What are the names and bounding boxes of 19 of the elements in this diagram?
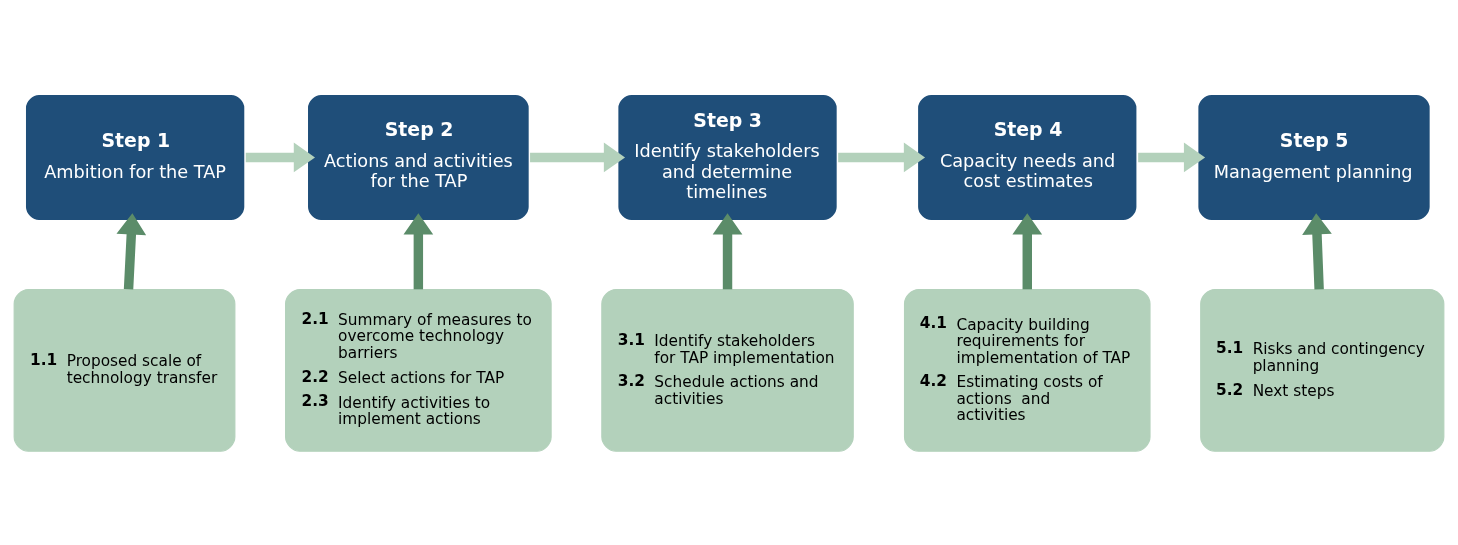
arrow <box>712 213 743 290</box>
node-box: 1.1 Proposed scale of technology transfer <box>13 289 236 452</box>
arrow <box>1138 142 1206 173</box>
arrow <box>1302 213 1332 290</box>
arrow <box>530 142 626 173</box>
arrow <box>245 142 315 173</box>
node-box: Step 1 Ambition for the TAP <box>23 92 247 223</box>
arrow <box>838 142 926 173</box>
node-box: 5.1 Risks and contingency planning 5.2 Next steps <box>1200 289 1445 452</box>
node-box: Step 4 Capacity needs and cost estimates <box>915 92 1139 223</box>
arrow <box>403 213 434 290</box>
node-box: 3.1 Identify stakeholders for TAP implementation 3.2 Schedule actions and activities <box>601 289 854 452</box>
node-box: Step 3 Identify stakeholders and determine timelines <box>616 92 840 223</box>
node-box: 4.1 Capacity building requirements for implementation of TAP 4.2 Estimating costs of actions and activities <box>903 289 1151 452</box>
arrow <box>1012 213 1043 290</box>
node-box: Step 5 Management planning <box>1196 92 1432 223</box>
node-box: 2.1 Summary of measures to overcome technology barriers 2.2 Select actions for TAP 2.3 Identify activities to implement actions <box>285 289 552 452</box>
arrow <box>116 213 147 290</box>
node-box: Step 2 Actions and activities for the TAP <box>305 92 532 223</box>
